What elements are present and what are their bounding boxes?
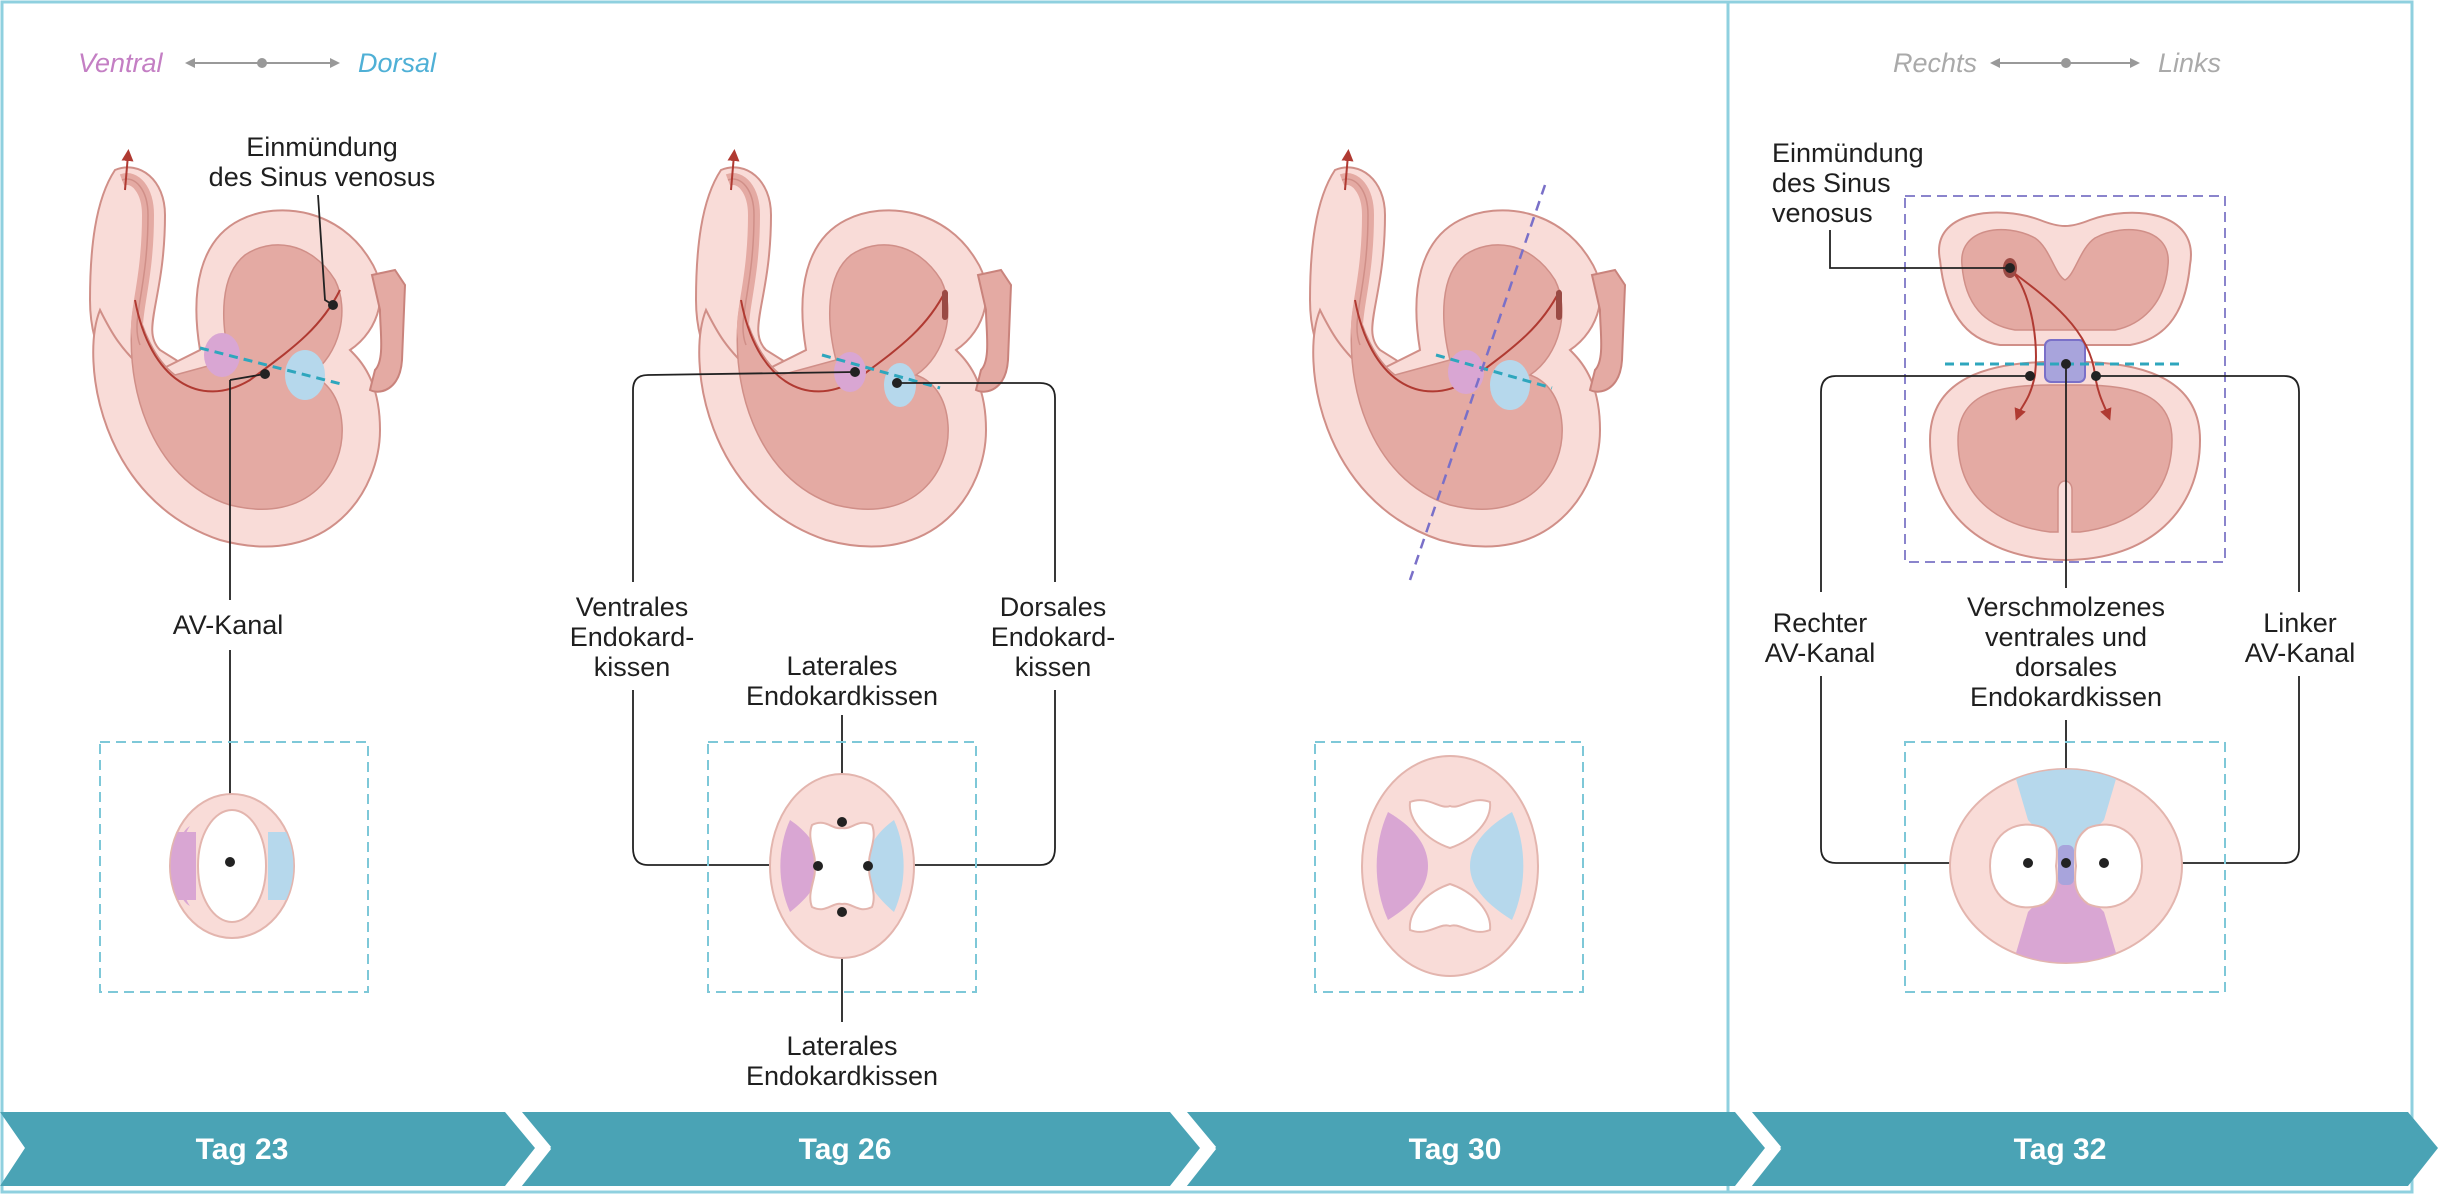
- left-av-lumen-32: [2074, 823, 2144, 909]
- panel-tag-30: [1310, 149, 1625, 993]
- panel-tag-23: Einmündung des Sinus venosus AV-Kanal: [90, 132, 436, 993]
- right-av-lumen-32: [1988, 823, 2058, 909]
- dorsal-label: Dorsal: [358, 48, 437, 78]
- dorsal-cushion-30: [1490, 360, 1530, 410]
- timeline-segment-4: [1750, 1112, 2438, 1186]
- label-verschm-3: dorsales: [2015, 652, 2117, 682]
- rechts-label: Rechts: [1893, 48, 1977, 78]
- label-linker-2: AV-Kanal: [2245, 638, 2356, 668]
- day-label-tag-23: Tag 23: [196, 1133, 289, 1166]
- links-label: Links: [2158, 48, 2221, 78]
- timeline-segment-3: [1185, 1112, 1765, 1186]
- label-einmuendung-line1: Einmündung: [246, 132, 398, 162]
- day-label-tag-32: Tag 32: [2014, 1133, 2107, 1166]
- av-ring-30: [1361, 755, 1539, 977]
- sagittal-plane-30: [1408, 184, 1547, 581]
- label-ventrales-3: kissen: [594, 652, 671, 682]
- day-label-tag-26: Tag 26: [799, 1133, 892, 1166]
- label-laterales-top-2: Endokardkissen: [746, 681, 938, 711]
- label-verschm-1: Verschmolzenes: [1967, 592, 2165, 622]
- timeline-segment-1: [0, 1112, 535, 1186]
- label-ventrales-2: Endokard-: [570, 622, 695, 652]
- ventral-cushion-30: [1448, 350, 1484, 394]
- av-lumen-26: [809, 821, 875, 911]
- ventral-label: Ventral: [78, 48, 164, 78]
- label-einmuendung-line2: des Sinus venosus: [209, 162, 436, 192]
- section-plane-23: [199, 346, 346, 387]
- label-einmuendung-4-line1: Einmündung: [1772, 138, 1924, 168]
- panel-tag-26: Ventrales Endokard- kissen Dorsales Endo…: [570, 149, 1116, 1091]
- label-linker-1: Linker: [2263, 608, 2337, 638]
- orientation-legend-ventral-dorsal: Ventral Dorsal: [78, 48, 437, 78]
- heart-side-view-23: [90, 167, 405, 546]
- timeline-segment-2: [520, 1112, 1200, 1186]
- label-ventrales-1: Ventrales: [576, 592, 689, 622]
- label-dorsales-1: Dorsales: [1000, 592, 1107, 622]
- day-label-tag-30: Tag 30: [1409, 1133, 1502, 1166]
- label-laterales-top-1: Laterales: [786, 651, 897, 681]
- section-frame-30: [1314, 741, 1584, 993]
- section-frame-32: [1904, 741, 2226, 993]
- section-plane-26: [821, 353, 941, 390]
- label-einmuendung-4-line3: venosus: [1772, 198, 1873, 228]
- label-dorsales-3: kissen: [1015, 652, 1092, 682]
- timeline-bar: Tag 23 Tag 26 Tag 30 Tag 32: [0, 1111, 2438, 1187]
- section-plane-30: [1435, 353, 1553, 390]
- orientation-legend-rechts-links: Rechts Links: [1893, 48, 2221, 78]
- label-dorsales-2: Endokard-: [991, 622, 1116, 652]
- label-av-kanal: AV-Kanal: [173, 610, 284, 640]
- panel-tag-32: Einmündung des Sinus venosus Rechter AV-…: [1765, 138, 2356, 993]
- label-verschm-2: ventrales und: [1985, 622, 2147, 652]
- label-laterales-bottom-1: Laterales: [786, 1031, 897, 1061]
- section-frame-26: [707, 741, 977, 993]
- label-einmuendung-4-line2: des Sinus: [1772, 168, 1891, 198]
- panel-frame-right: [1726, 0, 2414, 1194]
- label-rechter-2: AV-Kanal: [1765, 638, 1876, 668]
- label-verschm-4: Endokardkissen: [1970, 682, 2162, 712]
- label-rechter-1: Rechter: [1773, 608, 1868, 638]
- label-laterales-bottom-2: Endokardkissen: [746, 1061, 938, 1091]
- section-frame-23: [99, 741, 369, 993]
- frontal-section-frame-32: [1904, 195, 2226, 563]
